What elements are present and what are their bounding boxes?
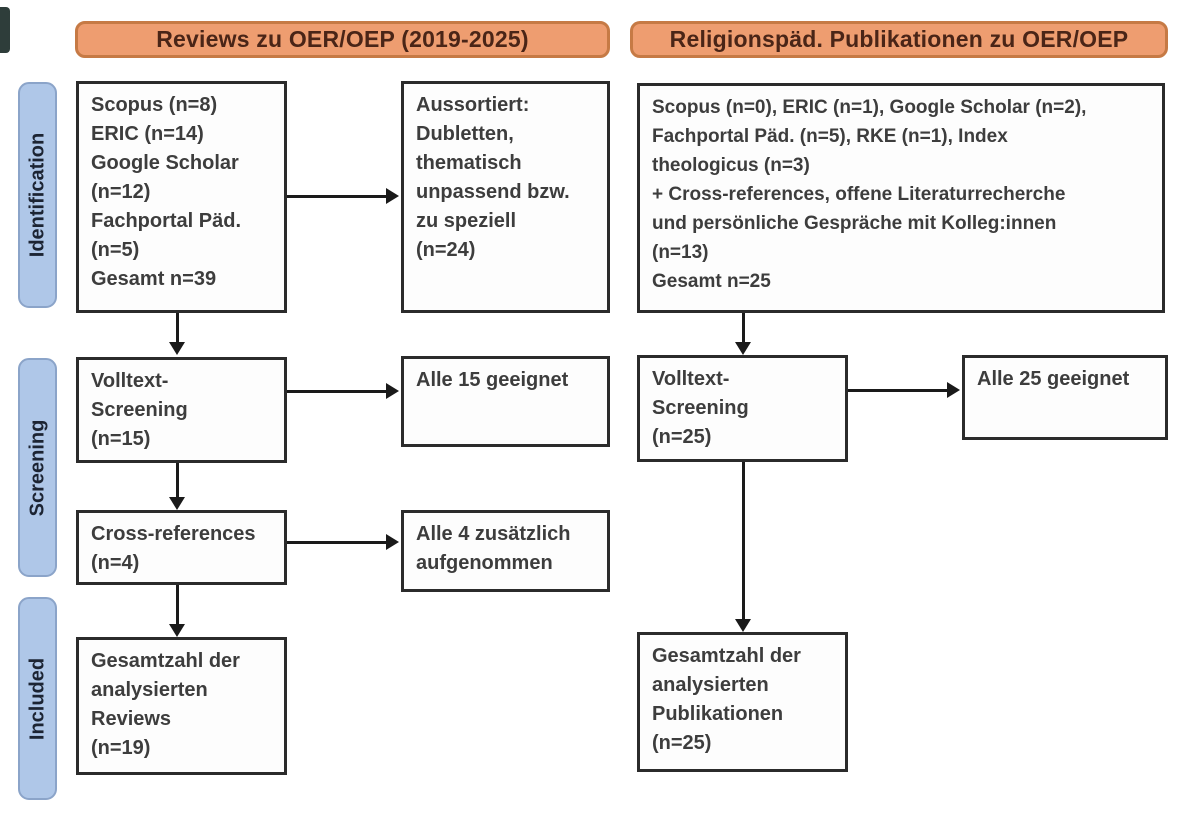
box-left-identification-sources: Scopus (n=8)ERIC (n=14)Google Scholar(n=… bbox=[76, 81, 287, 313]
box-right-fulltext-result: Alle 25 geeignet bbox=[962, 355, 1168, 440]
stage-pill-identification: Identification bbox=[18, 82, 57, 308]
stage-label-identification: Identification bbox=[26, 132, 48, 258]
box-right-identification-sources: Scopus (n=0), ERIC (n=1), Google Scholar… bbox=[637, 83, 1165, 313]
box-left-crossreferences: Cross-references(n=4) bbox=[76, 510, 287, 585]
stage-label-included: Included bbox=[26, 657, 48, 740]
stage-pill-included: Included bbox=[18, 597, 57, 800]
box-left-fulltext-result: Alle 15 geeignet bbox=[401, 356, 610, 447]
column-header-religionspaed: Religionspäd. Publikationen zu OER/OEP bbox=[630, 21, 1168, 58]
column-header-religionspaed-label: Religionspäd. Publikationen zu OER/OEP bbox=[669, 26, 1129, 52]
box-right-fulltext-screening: Volltext-Screening(n=25) bbox=[637, 355, 848, 462]
column-header-reviews-label: Reviews zu OER/OEP (2019-2025) bbox=[156, 26, 529, 52]
corner-scan-artifact bbox=[0, 7, 10, 53]
stage-label-screening: Screening bbox=[26, 419, 48, 516]
stage-pill-screening: Screening bbox=[18, 358, 57, 577]
column-header-reviews: Reviews zu OER/OEP (2019-2025) bbox=[75, 21, 610, 58]
box-left-fulltext-screening: Volltext-Screening(n=15) bbox=[76, 357, 287, 463]
